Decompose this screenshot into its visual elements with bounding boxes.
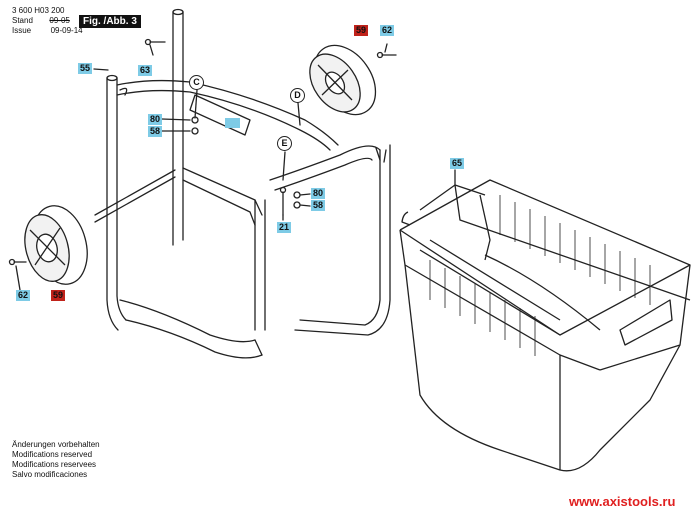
part-label-59-top: 59 [354,25,369,36]
old-date: 09-05 [49,16,70,25]
part-label-62-bottom: 62 [16,290,31,301]
note-en: Modifications reserved [12,450,93,459]
figure-label: Fig. /Abb. 3 [79,15,141,28]
part-label-62-top: 62 [380,25,395,36]
callout-e: E [277,136,292,151]
callout-c: C [189,75,204,90]
issue-label: Issue [12,26,32,35]
new-date: 09-09-14 [50,26,83,35]
axle [94,169,176,216]
part-label-80-left: 80 [148,114,163,125]
callout-d: D [290,88,305,103]
wheel-top [309,44,377,116]
part-label-65: 65 [450,158,465,169]
note-fr: Modifications reservees [12,460,97,469]
wheel-bottom [24,205,88,285]
part-label-63: 63 [138,65,153,76]
notes-block: Änderungen vorbehalten Modifications res… [12,440,100,480]
header-block: 3 600 H03 200 Stand 09-05 Issue 09-09-14 [12,6,83,36]
frame-handle-bar [116,89,331,151]
part-label-59-bottom: 59 [51,290,66,301]
part-label-80-right: 80 [311,188,326,199]
color-swatch [225,118,240,128]
part-label-55: 55 [78,63,93,74]
website-link[interactable]: www.axistools.ru [569,494,676,509]
container-box [399,179,691,472]
note-es: Salvo modificaciones [12,470,88,479]
part-label-58-right: 58 [311,200,326,211]
part-label-21: 21 [277,222,292,233]
frame-left-front-tube [106,77,119,331]
part-number: 3 600 H03 200 [12,6,65,15]
part-label-58-left: 58 [148,126,163,137]
note-de: Änderungen vorbehalten [12,440,100,449]
stand-label: Stand [12,16,33,25]
